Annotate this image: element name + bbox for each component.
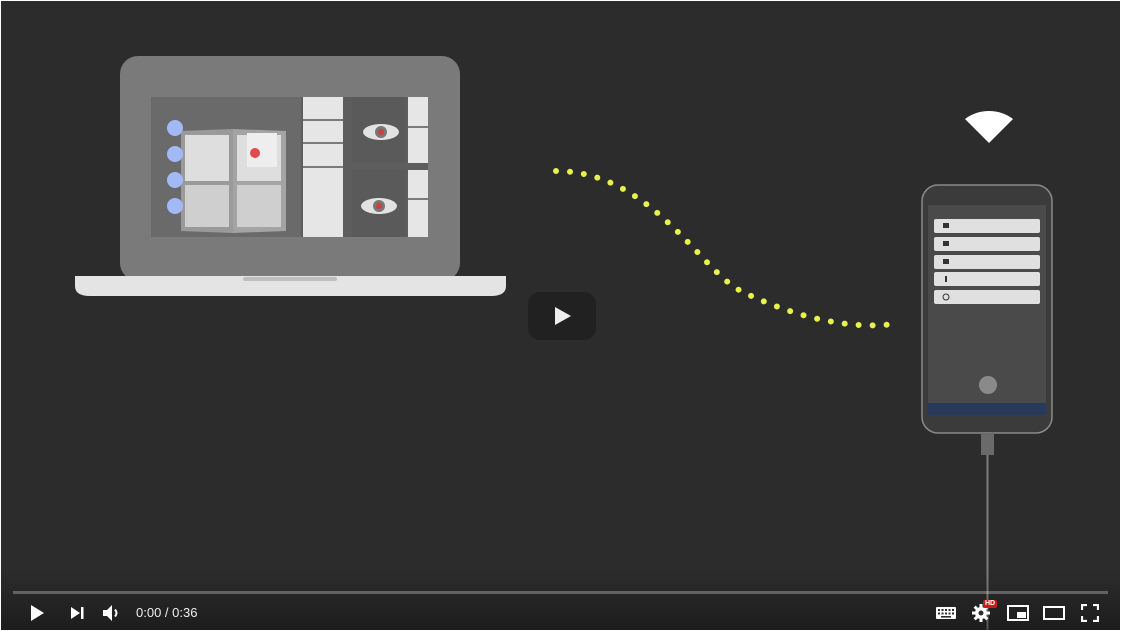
highlight-dot	[250, 148, 260, 158]
theater-mode-icon	[1043, 606, 1065, 620]
next-button[interactable]	[60, 596, 94, 630]
connection-dots	[553, 168, 897, 329]
phone-illustration	[921, 184, 1053, 630]
play-icon	[555, 307, 571, 325]
large-play-button[interactable]	[528, 292, 596, 340]
keyboard-icon	[936, 607, 956, 619]
settings-button[interactable]: HD	[964, 596, 998, 630]
duration: 0:36	[172, 605, 198, 620]
app-button	[167, 120, 183, 136]
miniplayer-button[interactable]	[1001, 596, 1035, 630]
hd-badge: HD	[983, 600, 998, 608]
phone-nav-bar	[928, 403, 1046, 415]
play-button[interactable]	[19, 596, 53, 630]
app-button	[167, 146, 183, 162]
app-button	[167, 198, 183, 214]
player-controls: 0:00 / 0:36	[1, 596, 1120, 630]
app-button	[167, 172, 183, 188]
gear-icon	[972, 604, 990, 622]
wifi-icon	[965, 110, 1013, 143]
time-display: 0:00 / 0:36	[136, 604, 197, 622]
fullscreen-button[interactable]	[1073, 596, 1107, 630]
theater-mode-button[interactable]	[1037, 596, 1071, 630]
play-icon	[31, 605, 44, 621]
mute-button[interactable]	[94, 596, 128, 630]
laptop-illustration	[75, 56, 506, 296]
volume-icon	[103, 605, 118, 621]
fullscreen-icon	[1081, 604, 1099, 622]
miniplayer-icon	[1007, 605, 1029, 621]
progress-bar[interactable]	[13, 591, 1108, 594]
current-time: 0:00	[136, 605, 162, 620]
time-separator: /	[161, 605, 173, 620]
controls-gradient	[1, 570, 1120, 630]
skip-next-icon	[71, 607, 84, 619]
subtitles-button[interactable]	[929, 596, 963, 630]
